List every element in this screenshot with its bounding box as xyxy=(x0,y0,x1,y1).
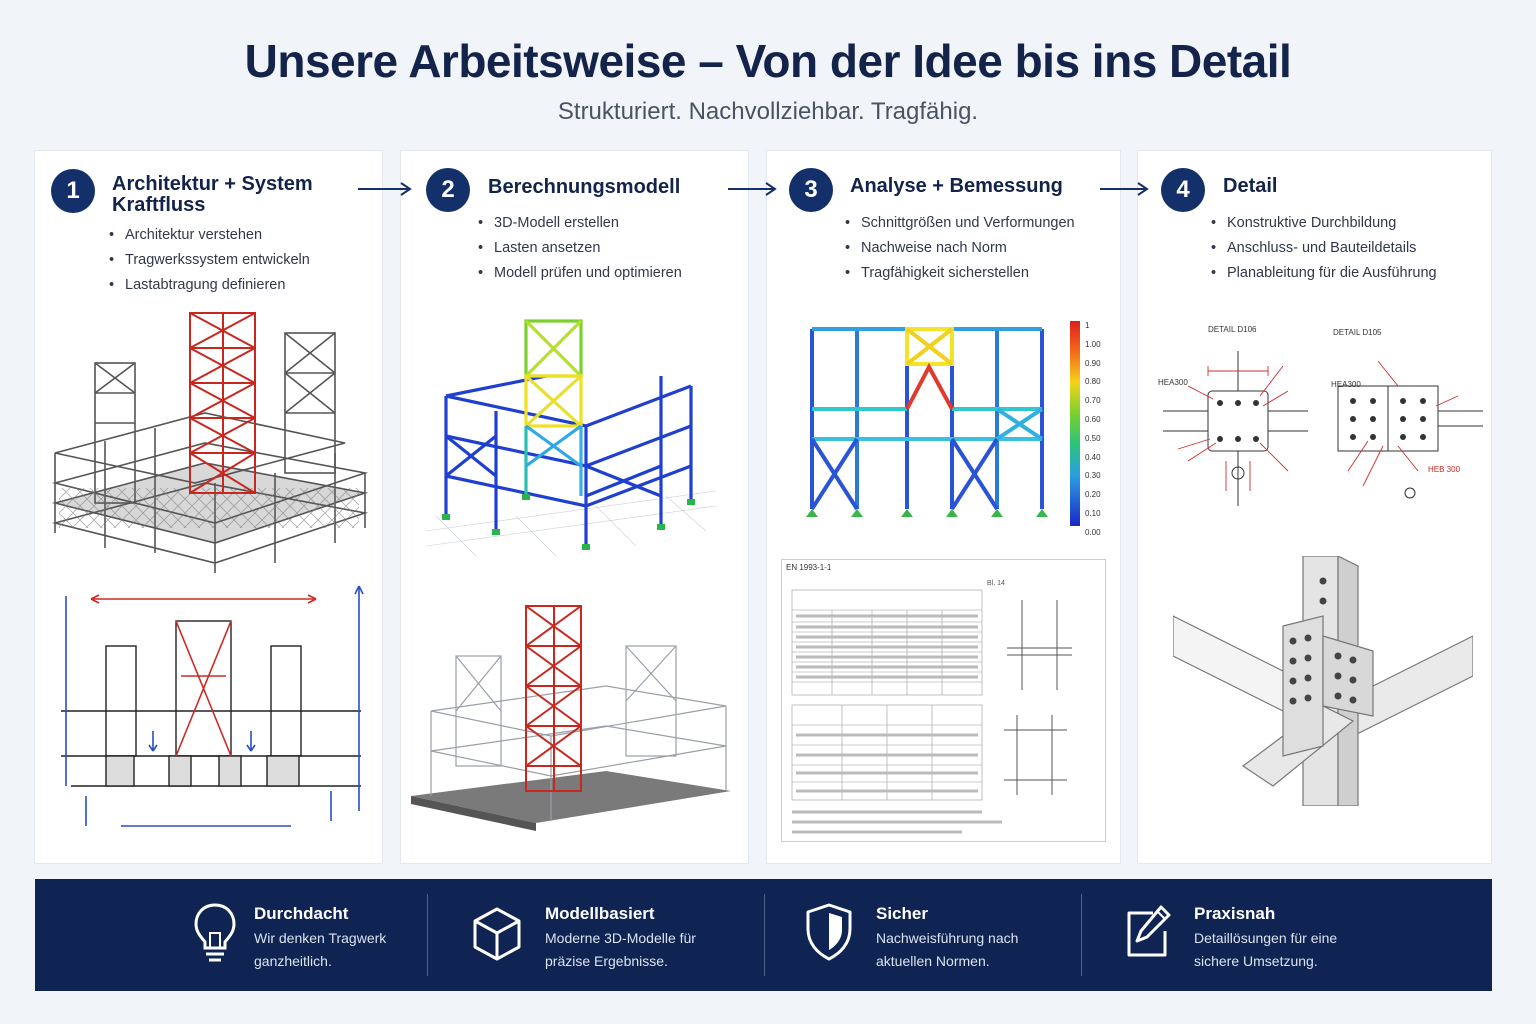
feature-title: Durchdacht xyxy=(254,904,349,923)
detail-label-b: DETAIL D105 xyxy=(1333,328,1382,337)
utilization-frame-illustration xyxy=(806,327,1048,517)
step-bullet-list: Konstruktive Durchbildung Anschluss- und… xyxy=(1211,211,1437,286)
profile-label: HEA300 xyxy=(1158,378,1188,387)
step-arrow-3-4 xyxy=(1100,182,1149,196)
feature-divider xyxy=(1081,894,1082,976)
feature-praxisnah: Praxisnah Detaillösungen für eine sicher… xyxy=(1123,879,1423,991)
feature-modellbasiert: Modellbasiert Moderne 3D-Modelle für prä… xyxy=(472,879,732,991)
calculation-model-illustration xyxy=(425,319,717,557)
list-item: Anschluss- und Bauteildetails xyxy=(1211,236,1437,261)
step-number-badge: 1 xyxy=(51,169,95,213)
feature-title: Sicher xyxy=(876,904,928,923)
feature-description: Detaillösungen für eine sichere Umsetzun… xyxy=(1194,930,1338,969)
list-item: Modell prüfen und optimieren xyxy=(478,261,682,286)
cube-icon xyxy=(473,907,521,961)
list-item: Konstruktive Durchbildung xyxy=(1211,211,1437,236)
step-bullet-list: Architektur verstehen Tragwerkssystem en… xyxy=(109,223,310,298)
list-item: Schnittgrößen und Verformungen xyxy=(845,211,1075,236)
feature-durchdacht: Durchdacht Wir denken Tragwerk ganzheitl… xyxy=(190,879,450,991)
step-arrow-2-3 xyxy=(728,182,777,196)
list-item: Architektur verstehen xyxy=(109,223,310,248)
feature-divider xyxy=(764,894,765,976)
step-card-2: 2 Berechnungsmodell 3D-Modell erstellen … xyxy=(400,150,749,864)
step-title: Detail xyxy=(1223,175,1278,197)
list-item: Tragwerkssystem entwickeln xyxy=(109,248,310,273)
step-title: Architektur + System Kraftfluss xyxy=(112,173,313,216)
step-number-badge: 3 xyxy=(789,168,833,212)
feature-description: Moderne 3D-Modelle für präzise Ergebniss… xyxy=(545,930,696,969)
profile-label: HEA300 xyxy=(1331,380,1361,389)
force-flow-sketch xyxy=(61,585,364,827)
legend-labels: 1 1.00 0.90 0.80 0.70 0.60 0.50 0.40 0.3… xyxy=(1085,321,1101,537)
list-item: 3D-Modell erstellen xyxy=(478,211,682,236)
feature-description: Wir denken Tragwerk ganzheitlich. xyxy=(254,930,387,969)
pencil-edit-icon xyxy=(1127,905,1171,957)
list-item: Tragfähigkeit sicherstellen xyxy=(845,261,1075,286)
step-number-badge: 2 xyxy=(426,168,470,212)
step-number-badge: 4 xyxy=(1161,168,1205,212)
calculation-report-sheet: EN 1993-1-1 Bl. 14 xyxy=(781,559,1106,842)
list-item: Planableitung für die Ausführung xyxy=(1211,261,1437,286)
feature-title: Modellbasiert xyxy=(545,904,655,923)
connection-3d-render xyxy=(1173,556,1473,806)
page-title: Unsere Arbeitsweise – Von der Idee bis i… xyxy=(244,35,1292,87)
detail-label-a: DETAIL D106 xyxy=(1208,325,1257,334)
feature-title: Praxisnah xyxy=(1194,904,1276,923)
step-arrow-1-2 xyxy=(358,182,412,196)
feature-divider xyxy=(427,894,428,976)
page-subtitle: Strukturiert. Nachvollziehbar. Tragfähig… xyxy=(557,98,979,125)
report-reference-label: Bl. 14 xyxy=(987,580,1005,587)
report-norm-label: EN 1993-1-1 xyxy=(786,563,832,572)
step-title: Analyse + Bemessung xyxy=(850,175,1063,197)
architecture-3d-illustration xyxy=(51,312,369,573)
step-card-1: 1 Architektur + System Kraftfluss Archit… xyxy=(34,150,383,864)
feature-sicher: Sicher Nachweisführung nach aktuellen No… xyxy=(804,879,1064,991)
list-item: Nachweise nach Norm xyxy=(845,236,1075,261)
translucent-model-illustration xyxy=(411,605,731,831)
step-card-3: 3 Analyse + Bemessung Schnittgrößen und … xyxy=(766,150,1121,864)
step-card-4: 4 Detail Konstruktive Durchbildung Ansch… xyxy=(1137,150,1492,864)
step-title: Berechnungsmodell xyxy=(488,176,681,198)
feature-description: Nachweisführung nach aktuellen Normen. xyxy=(876,930,1019,969)
step-bullet-list: Schnittgrößen und Verformungen Nachweise… xyxy=(845,211,1075,286)
step-bullet-list: 3D-Modell erstellen Lasten ansetzen Mode… xyxy=(478,211,682,286)
list-item: Lastabtragung definieren xyxy=(109,273,310,298)
shield-icon xyxy=(806,903,852,961)
connection-detail-drawing xyxy=(1163,351,1483,506)
features-footer: Durchdacht Wir denken Tragwerk ganzheitl… xyxy=(35,879,1492,991)
profile-label: HEB 300 xyxy=(1428,465,1461,474)
lightbulb-icon xyxy=(194,903,236,962)
list-item: Lasten ansetzen xyxy=(478,236,682,261)
utilization-legend xyxy=(1070,321,1080,526)
